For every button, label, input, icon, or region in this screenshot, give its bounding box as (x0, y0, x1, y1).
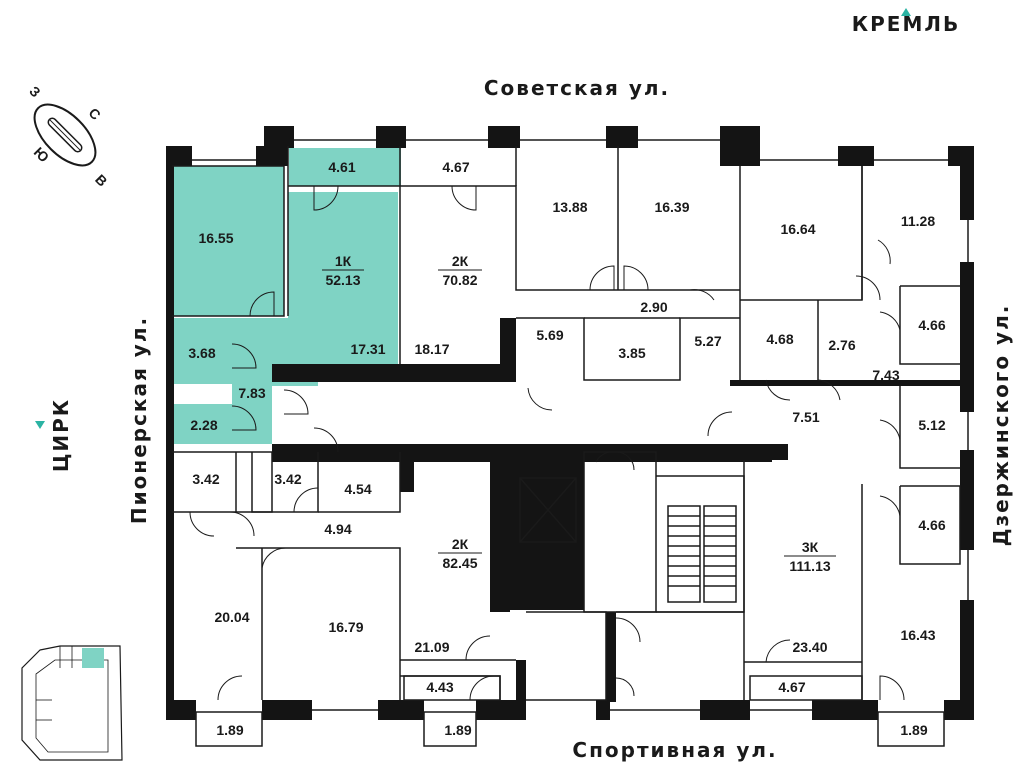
street-bottom-label: Спортивная ул. (572, 738, 777, 762)
area-2-28: 2.28 (190, 417, 217, 433)
area-4-94: 4.94 (324, 521, 351, 537)
area-5-69: 5.69 (536, 327, 563, 343)
area-16-39: 16.39 (654, 199, 689, 215)
area-1-89-b: 1.89 (444, 722, 471, 738)
kremlin-label: КРЕМЛЬ (852, 12, 960, 36)
area-4-66-top: 4.66 (918, 317, 945, 333)
circus-label: ЦИРК (49, 398, 73, 472)
apartment-2k-top-type: 2К (452, 253, 469, 269)
area-4-54: 4.54 (344, 481, 371, 497)
building-walls (166, 126, 974, 720)
compass-icon (33, 103, 97, 167)
area-13-88: 13.88 (552, 199, 587, 215)
area-7-51: 7.51 (792, 409, 819, 425)
apartment-3k-area: 111.13 (789, 558, 830, 574)
apartment-3k-type: 3К (802, 539, 819, 555)
area-3-42-a: 3.42 (192, 471, 219, 487)
area-18-17: 18.17 (414, 341, 449, 357)
area-16-43: 16.43 (900, 627, 935, 643)
area-1-89-a: 1.89 (216, 722, 243, 738)
apartment-2k-top-area: 70.82 (442, 272, 477, 288)
area-5-12: 5.12 (918, 417, 945, 433)
apartment-2k-bottom-type: 2К (452, 536, 469, 552)
area-11-28: 11.28 (901, 213, 935, 229)
area-4-61: 4.61 (328, 159, 355, 175)
area-4-67-top: 4.67 (442, 159, 469, 175)
apartment-2k-bottom-label[interactable]: 2К 82.45 (438, 536, 482, 571)
area-4-68: 4.68 (766, 331, 793, 347)
area-3-68: 3.68 (188, 345, 215, 361)
area-4-43: 4.43 (426, 679, 453, 695)
area-16-79: 16.79 (328, 619, 363, 635)
area-7-43: 7.43 (872, 367, 899, 383)
area-4-67-bot: 4.67 (778, 679, 805, 695)
area-5-27: 5.27 (694, 333, 721, 349)
area-16-64: 16.64 (780, 221, 815, 237)
area-4-66-bot: 4.66 (918, 517, 945, 533)
compass-north: С (86, 105, 104, 123)
apartment-1k-area: 52.13 (325, 272, 360, 288)
apartment-2k-top-label[interactable]: 2К 70.82 (438, 253, 482, 288)
apartment-1k-type: 1К (335, 253, 352, 269)
area-3-85: 3.85 (618, 345, 645, 361)
street-top-label: Советская ул. (484, 76, 670, 100)
area-7-83: 7.83 (238, 385, 265, 401)
area-21-09: 21.09 (414, 639, 449, 655)
street-left-label: Пионерская ул. (127, 316, 151, 524)
circus-landmark: ЦИРК (35, 398, 73, 472)
street-right-label: Дзержинского ул. (989, 304, 1013, 547)
area-2-90: 2.90 (640, 299, 667, 315)
apartment-2k-bottom-area: 82.45 (442, 555, 477, 571)
area-2-76: 2.76 (828, 337, 855, 353)
kremlin-landmark: КРЕМЛЬ (852, 8, 960, 36)
compass-east: В (92, 171, 110, 189)
apartment-3k-label[interactable]: 3К 111.13 (784, 539, 836, 574)
area-23-40: 23.40 (792, 639, 827, 655)
interior-partitions (172, 146, 961, 747)
site-minimap (21, 645, 123, 761)
door-swings (189, 185, 905, 701)
circus-marker-icon (35, 421, 45, 429)
area-20-04: 20.04 (214, 609, 249, 625)
apartment-1k-label[interactable]: 1К 52.13 (322, 253, 364, 288)
area-17-31: 17.31 (350, 341, 385, 357)
stairs-icon (667, 505, 737, 603)
area-1-89-c: 1.89 (900, 722, 927, 738)
area-16-55: 16.55 (198, 230, 233, 246)
compass-west: З (26, 83, 44, 101)
area-3-42-b: 3.42 (274, 471, 301, 487)
kremlin-marker-icon (901, 8, 911, 16)
room-labels: 16.55 4.61 3.68 7.83 2.28 17.31 4.67 18.… (188, 159, 945, 738)
selected-apartment-highlight[interactable] (172, 148, 401, 444)
